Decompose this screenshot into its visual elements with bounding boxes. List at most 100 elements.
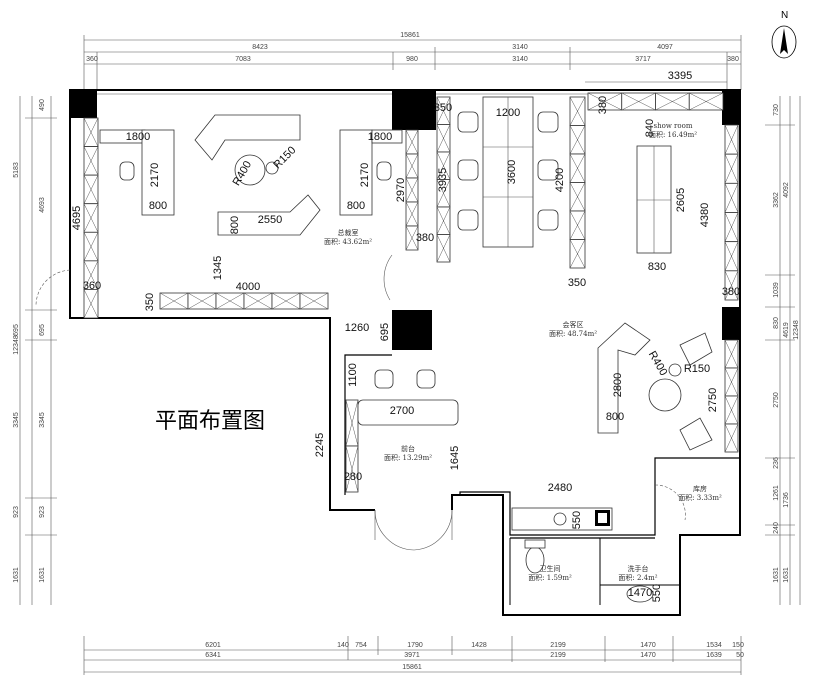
dimension-label: 380: [597, 96, 609, 114]
cabinet-unit: [299, 292, 329, 310]
room-name: 卫生间: [540, 564, 561, 573]
cabinet-unit: [405, 177, 419, 203]
cabinet-unit: [724, 241, 739, 272]
dimension-label: 2605: [675, 188, 687, 212]
north-label: N: [781, 10, 788, 21]
cabinet-unit: [569, 210, 586, 240]
room-area: 面积: 13.29m²: [384, 453, 432, 462]
dimension-label: 3395: [668, 70, 692, 82]
dimension-label: 380: [416, 232, 434, 244]
dimension-label: 980: [406, 56, 418, 63]
dimension-label: 360: [83, 280, 101, 292]
cabinet-unit: [436, 151, 451, 180]
cabinets: [83, 92, 739, 493]
dimension-label: 2199: [550, 642, 566, 649]
cabinet-unit: [83, 203, 99, 233]
dimension-label: 4200: [554, 168, 566, 192]
dimension-label: 12348: [793, 320, 800, 340]
cabinet-unit: [569, 125, 586, 155]
dimension-label: 2700: [390, 405, 414, 417]
cabinet-unit: [724, 270, 739, 301]
cabinet-unit: [436, 179, 451, 208]
cabinet-unit: [83, 117, 99, 147]
dimension-label: R150: [271, 144, 298, 171]
dimension-label: 360: [86, 56, 98, 63]
dimension-label: 1631: [773, 567, 780, 583]
cabinet-unit: [345, 445, 359, 493]
cabinet-unit: [187, 292, 217, 310]
dimension-label: 2970: [395, 178, 407, 202]
cabinet-unit: [724, 212, 739, 243]
dimension-label: 1800: [126, 131, 150, 143]
cabinet-unit: [655, 92, 690, 111]
walls: [69, 89, 741, 616]
sofa: [194, 114, 301, 161]
dimension-label: 923: [13, 506, 20, 518]
dimension-label: 4097: [657, 44, 673, 51]
cabinet-unit: [215, 292, 245, 310]
dimension-label: 280: [344, 471, 362, 483]
cabinet-unit: [436, 234, 451, 263]
dimension-label: 1631: [783, 567, 790, 583]
dimension-label: 800: [606, 411, 624, 423]
chair: [376, 161, 392, 181]
dimension-label: 7083: [235, 56, 251, 63]
dimension-label: 380: [727, 56, 739, 63]
dimension-label: 2550: [258, 214, 282, 226]
cabinet-unit: [569, 96, 586, 126]
cabinet-unit: [405, 225, 419, 251]
dimension-label: 150: [732, 642, 744, 649]
dimension-label: 695: [13, 324, 20, 336]
room-area: 面积: 2.4m²: [618, 573, 657, 582]
dimension-label: 3362: [773, 192, 780, 208]
room-name: show room: [654, 122, 693, 130]
structural-columns: [70, 90, 740, 350]
sofa: [217, 194, 321, 236]
sofa: [597, 322, 651, 434]
dimension-label: 1800: [368, 131, 392, 143]
room-name: 会客区: [563, 320, 584, 329]
cabinet-unit: [724, 395, 739, 425]
cabinet-unit: [83, 174, 99, 205]
dimension-label: 1534: [706, 642, 722, 649]
dimension-label: 840: [644, 119, 656, 137]
dimension-label: 1261: [773, 485, 780, 501]
cabinet-unit: [83, 231, 99, 262]
dimension-label: 380: [722, 286, 740, 298]
dimension-label: 1345: [212, 256, 224, 280]
cabinet-unit: [724, 182, 739, 213]
dimension-label: R400: [646, 349, 670, 378]
dimension-label: 490: [39, 99, 46, 111]
cabinet-unit: [405, 153, 419, 179]
cabinet-unit: [724, 124, 739, 155]
dimension-label: 695: [39, 324, 46, 336]
dimension-label: 350: [144, 293, 156, 311]
cabinet-unit: [243, 292, 273, 310]
dimension-label: 830: [648, 261, 666, 273]
cabinet-unit: [724, 423, 739, 453]
cabinet-unit: [159, 292, 189, 310]
dimension-label: 3140: [512, 56, 528, 63]
dimension-label: 1470: [628, 587, 652, 599]
dimension-label: 236: [773, 457, 780, 469]
cabinet-unit: [724, 367, 739, 397]
dimension-label: 800: [149, 200, 167, 212]
dimension-label: 1039: [773, 282, 780, 298]
furniture: [99, 96, 713, 603]
round-table: [234, 154, 266, 186]
dimension-label: 6341: [205, 652, 221, 659]
cabinet-unit: [271, 292, 301, 310]
room-area: 面积: 1.59m²: [528, 573, 572, 582]
dimension-label: 2480: [548, 482, 572, 494]
cabinet-unit: [688, 92, 724, 111]
desk-ceo: [141, 129, 175, 216]
cabinet-unit: [569, 239, 586, 269]
dimension-label: 140: [337, 642, 349, 649]
dimension-label: 1100: [347, 363, 359, 387]
dimension-label: 4000: [236, 281, 260, 293]
dimension-label: R150: [684, 363, 710, 375]
chair: [119, 161, 135, 181]
cabinet-unit: [405, 129, 419, 155]
room-area: 面积: 3.33m²: [678, 493, 722, 502]
dimension-label: 1631: [13, 567, 20, 583]
